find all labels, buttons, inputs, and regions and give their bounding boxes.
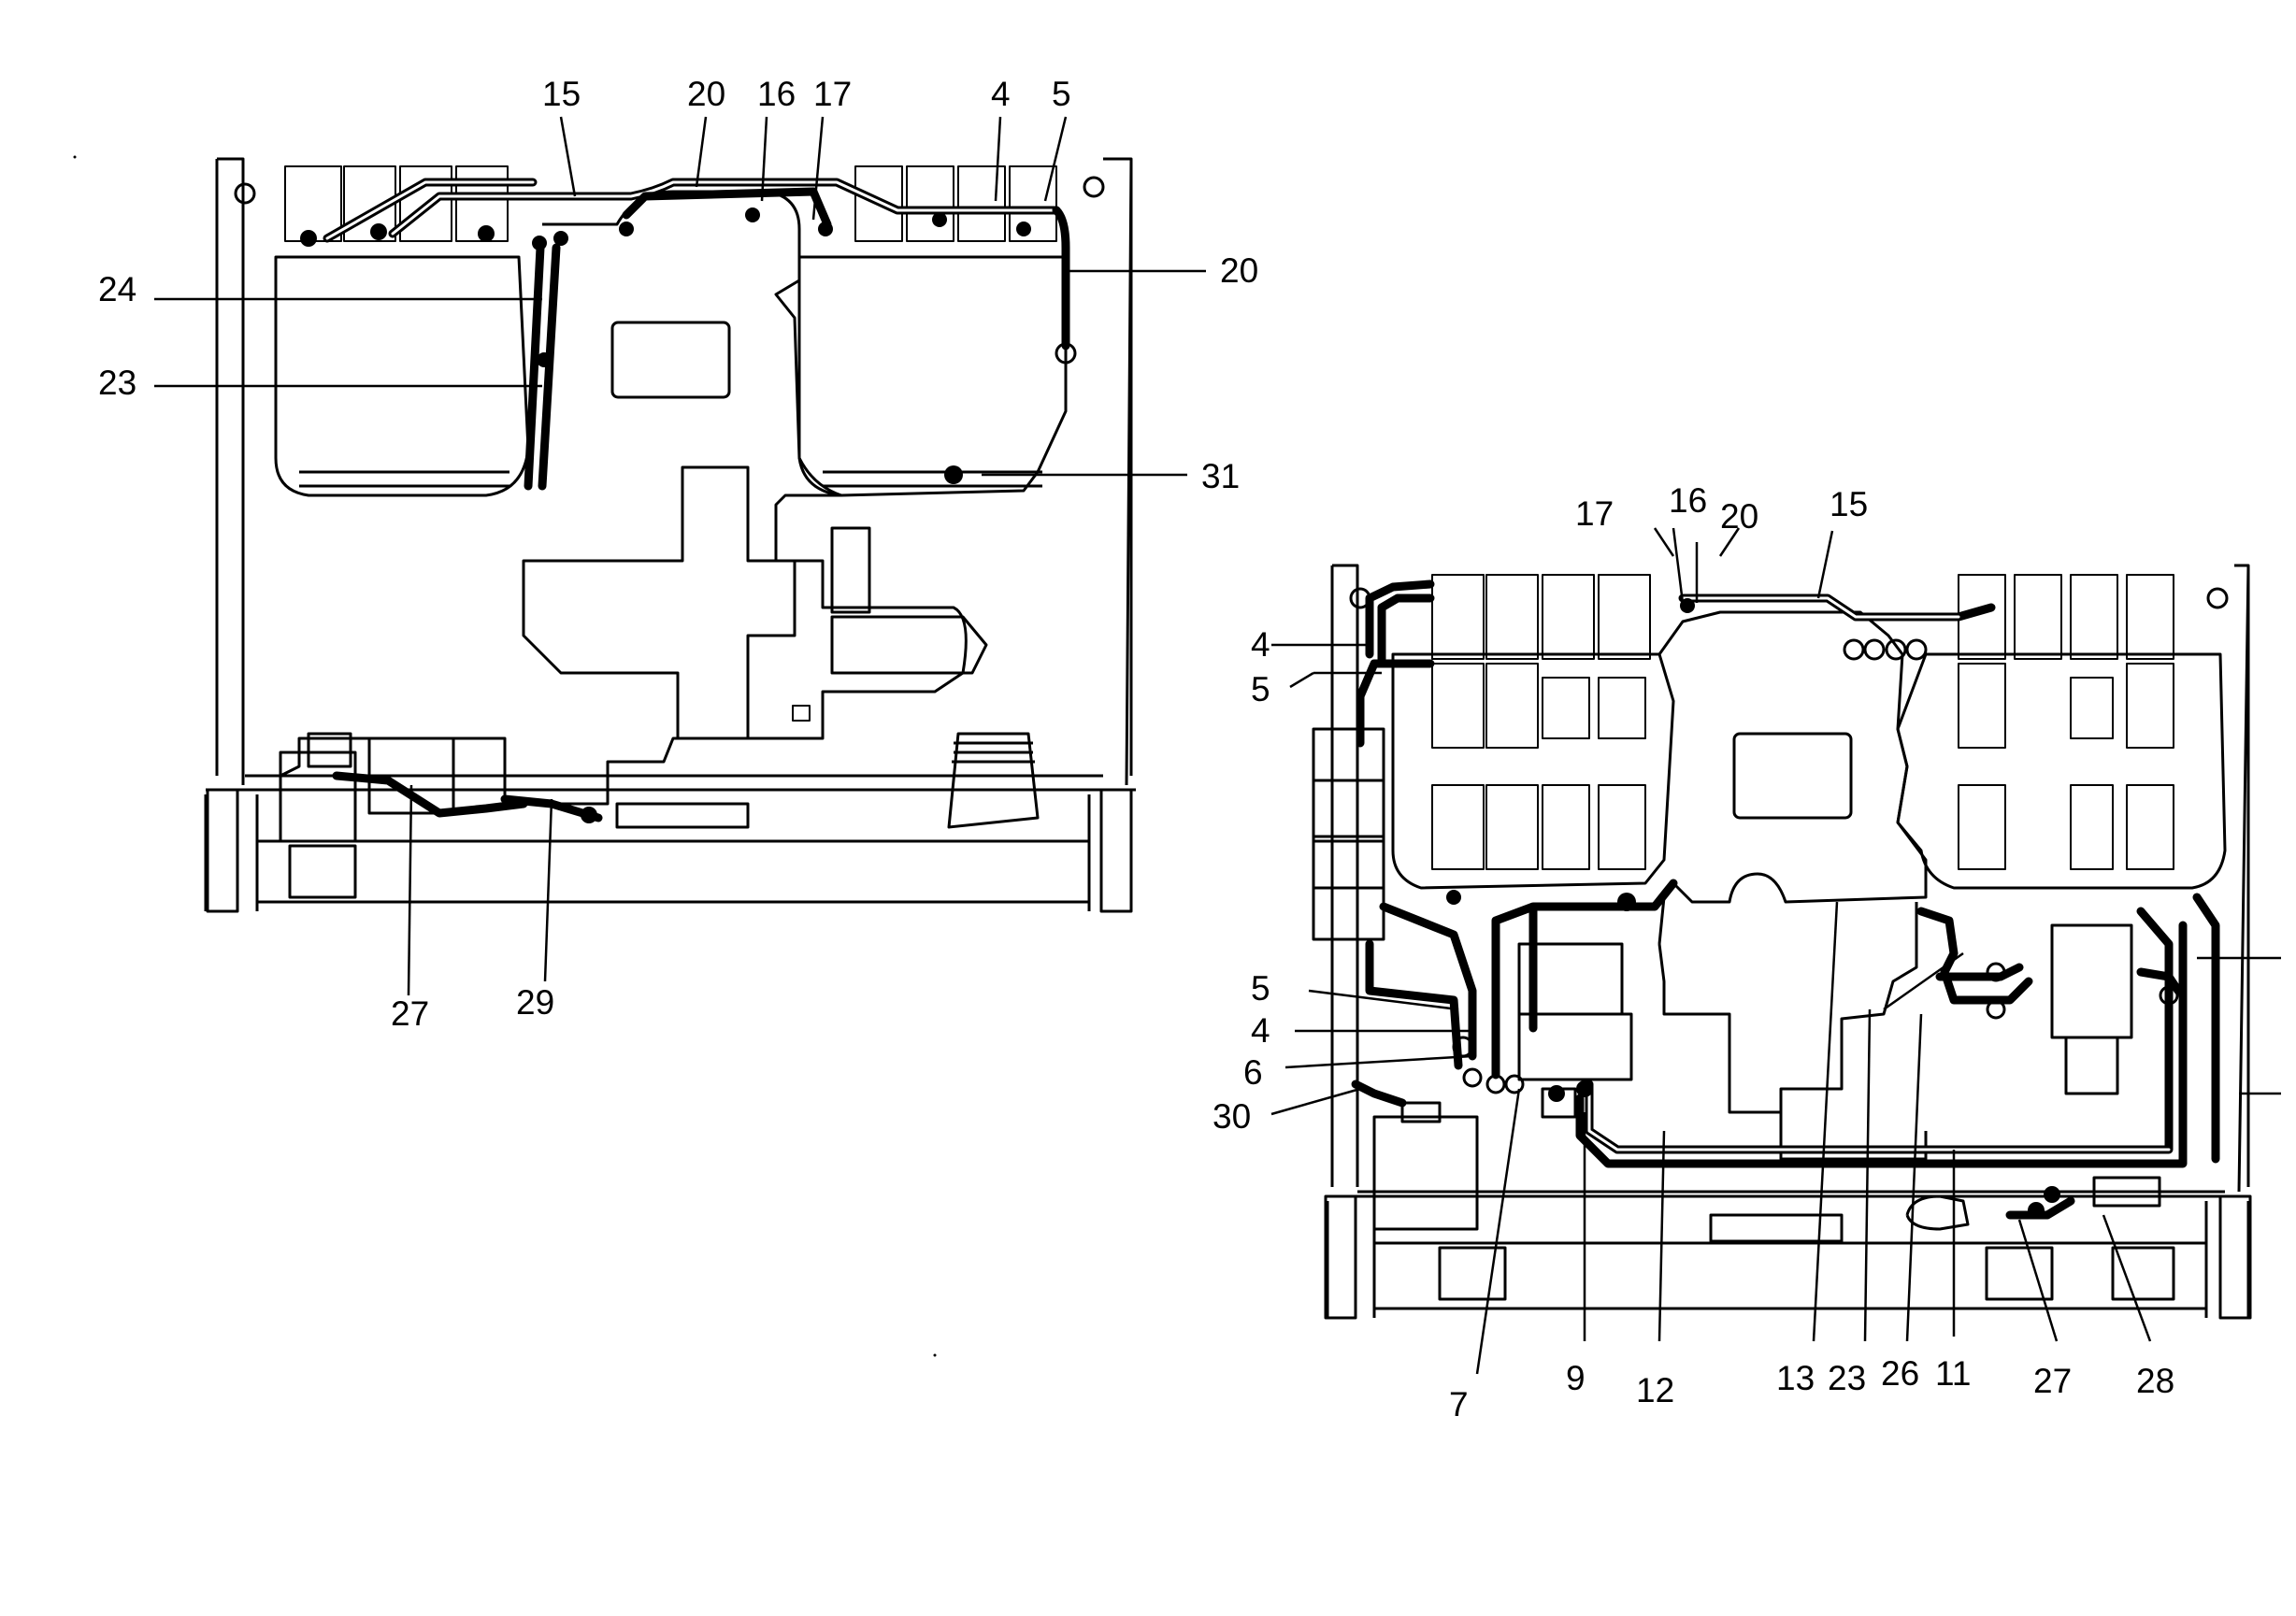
callout-label: 9: [1566, 1359, 1586, 1397]
callout-label: 17: [1575, 494, 1614, 533]
callout-label: 20: [687, 75, 725, 113]
callout-label: 5: [1251, 969, 1270, 1008]
callout-label: 23: [98, 364, 136, 402]
callout-label: 12: [1636, 1371, 1674, 1409]
right-view-center-body: [1312, 610, 2161, 1243]
callout-label: 20: [1220, 251, 1258, 290]
callout-label: 5: [1052, 75, 1071, 113]
callout-label: 27: [2033, 1362, 2072, 1400]
callout-label: 28: [2136, 1362, 2174, 1400]
callout-label: 20: [1720, 497, 1758, 536]
callout-label: 4: [1251, 625, 1270, 664]
callout-label: 6: [1243, 1053, 1263, 1092]
callout-label: 27: [391, 994, 429, 1033]
left-view-tanks: [274, 165, 1068, 497]
callout-label: 15: [1830, 485, 1868, 523]
left-view-piping: [300, 178, 1077, 823]
callout-label: 16: [1669, 481, 1707, 520]
callout-label: 29: [516, 983, 554, 1022]
callout-label: 13: [1776, 1359, 1815, 1397]
callout-label: 11: [1935, 1354, 1971, 1393]
callout-label: 17: [813, 75, 852, 113]
callout-label: 16: [757, 75, 796, 113]
callout-label: 30: [1213, 1097, 1251, 1136]
left-view-leader-lines: [154, 116, 1206, 996]
callout-label: 5: [1251, 670, 1270, 708]
right-view-leader-lines: [1270, 527, 2281, 1375]
callout-label: 31: [1201, 457, 1240, 495]
left-view-labels: 15 20 16 17 4 5 20 24 23 31 27 29: [98, 75, 1258, 1033]
right-view-piping: [1351, 579, 2220, 1220]
right-view-frame: [1324, 564, 2252, 1320]
callout-label: 26: [1881, 1354, 1919, 1393]
left-view-frame: [204, 157, 1136, 913]
callout-label: 15: [542, 75, 581, 113]
callout-label: 4: [1251, 1011, 1270, 1050]
right-view-tanks: [1391, 574, 2227, 890]
callout-label: 7: [1449, 1385, 1469, 1423]
callout-label: 4: [991, 75, 1011, 113]
callout-label: 23: [1828, 1359, 1866, 1397]
callout-label: 24: [98, 270, 136, 308]
right-view-labels: 17 16 20 15 4 5 5 4 6 30 7 9 12 13 23 26…: [1213, 481, 2174, 1423]
left-view-center-body: [279, 190, 1040, 843]
